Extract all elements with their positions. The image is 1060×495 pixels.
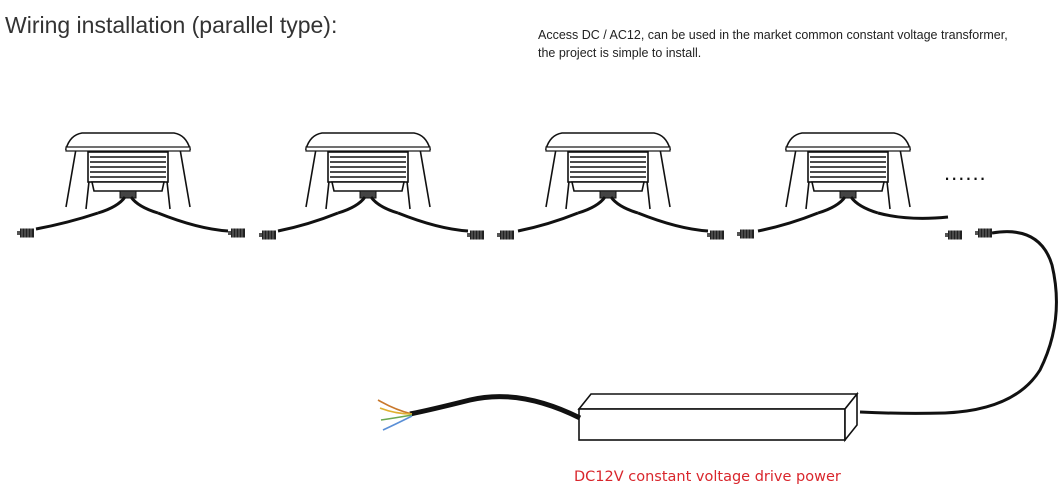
driver-box-icon: [577, 391, 859, 443]
driver-caption: DC12V constant voltage drive power: [574, 469, 841, 485]
feed-cable: [859, 230, 1058, 415]
light-fixture-1: [35, 131, 229, 233]
light-fixture-4: [757, 131, 949, 233]
note-line-1: Access DC / AC12, can be used in the mar…: [538, 28, 1008, 42]
connector-icon: [16, 228, 993, 240]
light-fixture-2: [277, 131, 469, 233]
page-title: Wiring installation (parallel type):: [5, 12, 338, 38]
input-cable: [377, 394, 582, 431]
continuation-ellipsis: ......: [944, 160, 987, 185]
note-line-2: the project is simple to install.: [538, 46, 702, 60]
install-note: Access DC / AC12, can be used in the mar…: [538, 26, 1053, 62]
light-fixture-3: [517, 131, 709, 233]
